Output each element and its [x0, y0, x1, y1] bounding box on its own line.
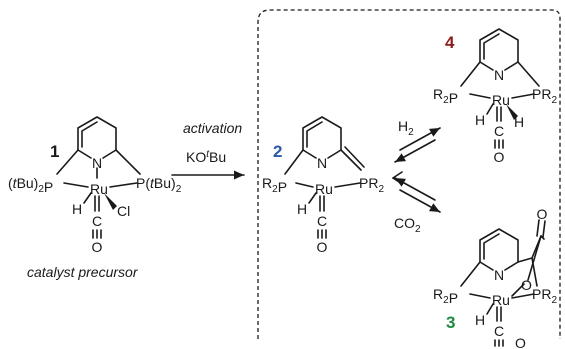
c3-co-carbon: C [494, 323, 504, 339]
c3-metal: Ru [492, 292, 510, 308]
compound-1-number: 1 [50, 142, 59, 161]
c4-co-carbon: C [494, 123, 504, 139]
c4-n-atom: N [494, 67, 504, 83]
compound-2-number: 2 [273, 142, 282, 161]
activation-label: activation [183, 120, 242, 136]
c2-hydride: H [297, 201, 307, 217]
c3-co-oxygen: O [515, 335, 526, 349]
c2-right-ligand: PR2 [359, 175, 384, 195]
c1-left-ligand: (tBu)2P [8, 175, 53, 195]
c3-carbonyl-oxygen: O [537, 206, 548, 222]
c1-metal: Ru [90, 181, 108, 197]
compound-4: 4 N R2P Ru PR2 H H C O [433, 28, 557, 165]
c3-right-ligand: PR2 [532, 286, 557, 306]
c4-right-ligand: PR2 [532, 86, 557, 106]
c4-metal: Ru [492, 92, 510, 108]
c1-co-oxygen: O [92, 239, 103, 255]
compound-1: 1 N (tBu)2P Ru P(tBu)2 H Cl C O catalyst… [8, 116, 182, 280]
compound-2: 2 N R2P Ru PR2 H C O [262, 116, 384, 255]
compound-3-number: 3 [446, 313, 455, 332]
c1-n-atom: N [92, 155, 102, 171]
equilibrium-arrows: H2 CO2 [392, 118, 441, 235]
dashed-frame [257, 9, 561, 339]
co2-label: CO2 [394, 215, 421, 235]
c1-chloride: Cl [117, 203, 130, 219]
c2-co-oxygen: O [317, 239, 328, 255]
c2-n-atom: N [317, 155, 327, 171]
c3-ring-oxygen: O [521, 277, 532, 293]
c3-n-atom: N [494, 267, 504, 283]
c1-hydride: H [72, 201, 82, 217]
c4-hydride-left: H [475, 112, 485, 128]
c2-metal: Ru [315, 181, 333, 197]
c1-right-ligand: P(tBu)2 [136, 175, 182, 195]
c2-left-ligand: R2P [262, 175, 287, 195]
c2-co-carbon: C [317, 213, 327, 229]
c4-hydride-right: H [514, 114, 524, 130]
c3-hydride: H [475, 312, 485, 328]
c3-left-ligand: R2P [433, 286, 458, 306]
c1-caption: catalyst precursor [27, 264, 139, 280]
c4-co-oxygen: O [494, 149, 505, 165]
c1-co-carbon: C [92, 213, 102, 229]
activation-reagent: KOtBu [186, 149, 226, 165]
c4-left-ligand: R2P [433, 86, 458, 106]
compound-4-number: 4 [445, 33, 455, 52]
h2-label: H2 [398, 118, 414, 138]
activation-arrow: activation KOtBu [171, 120, 245, 180]
compound-3: O N O R2P Ru PR2 H C O 3 [433, 206, 557, 349]
